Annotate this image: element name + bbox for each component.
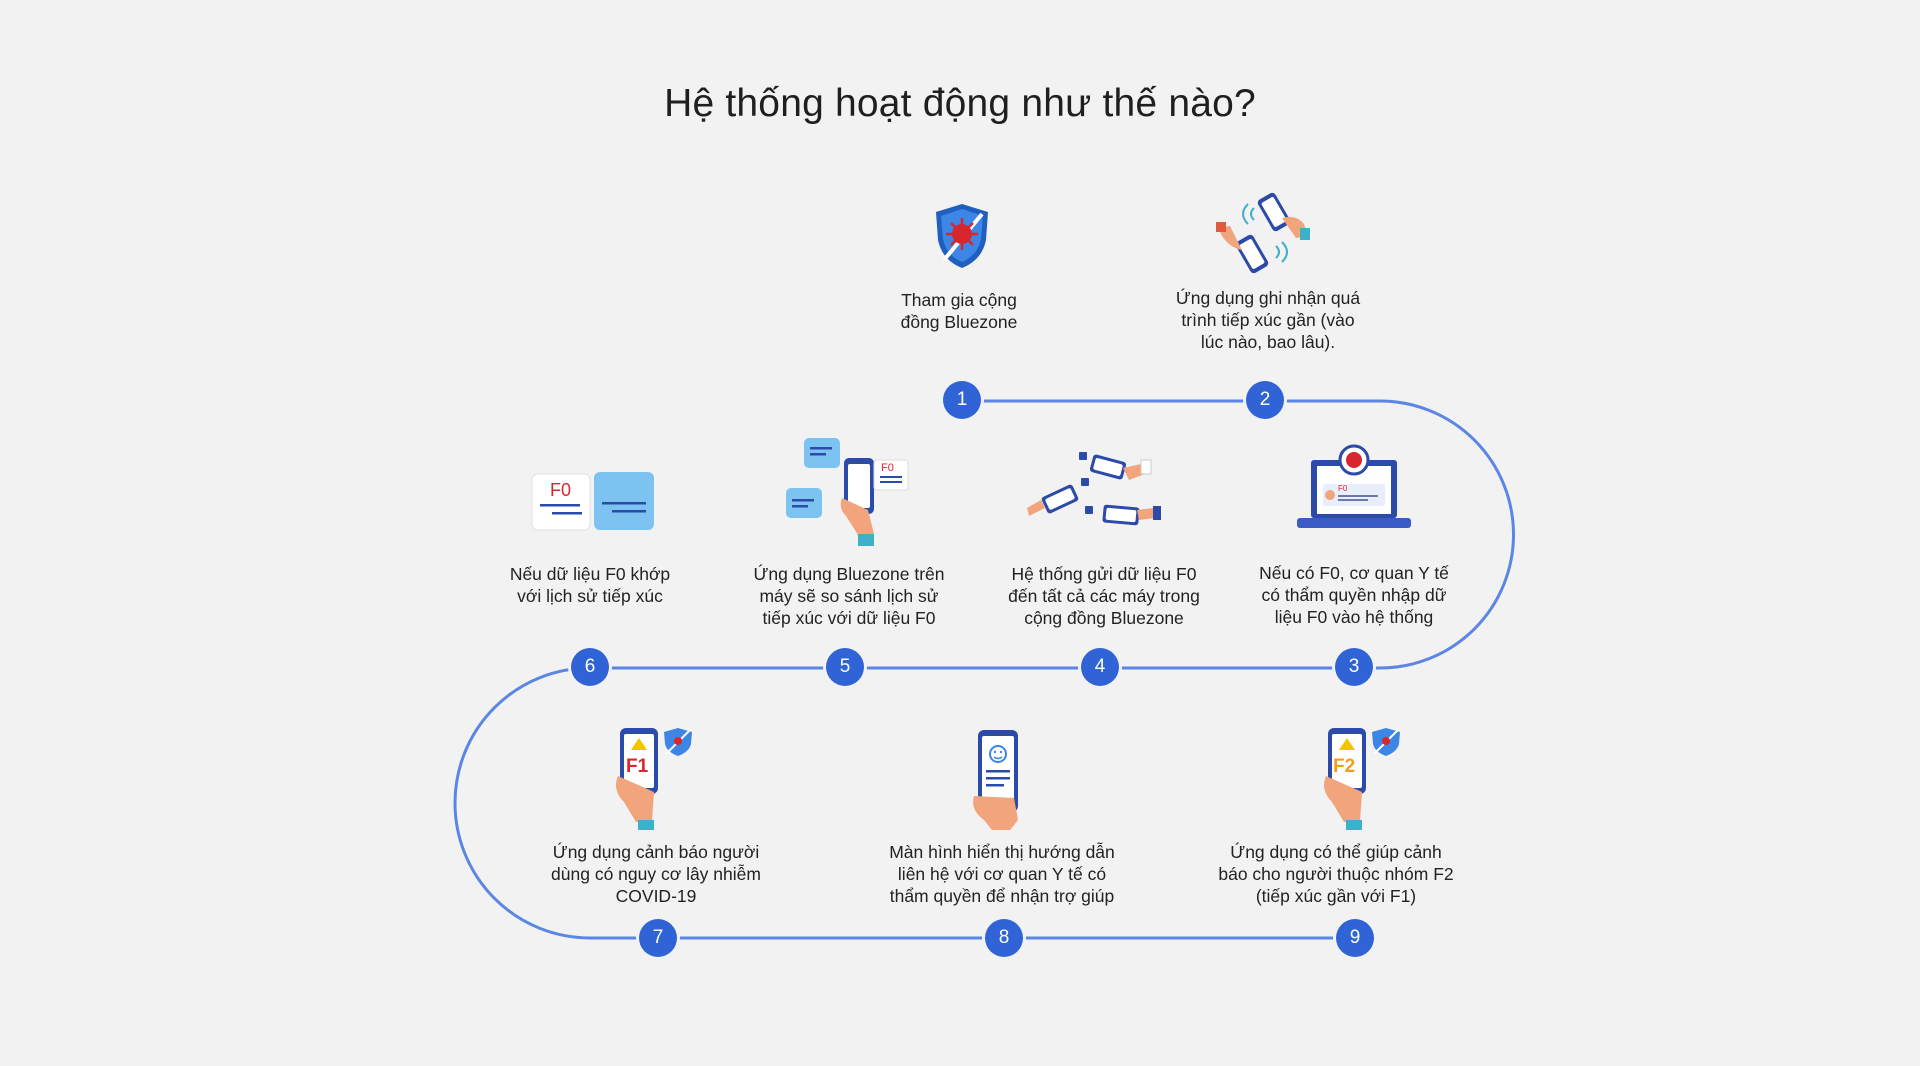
step-5-node: 5 — [826, 648, 864, 686]
card-f0-label: F0 — [550, 480, 571, 500]
phone-warning-f2-icon: F2 — [1324, 728, 1400, 830]
laptop-health-icon: F0 — [1297, 444, 1411, 528]
step-6-node: 6 — [571, 648, 609, 686]
f1-label: F1 — [626, 756, 649, 777]
phones-broadcast-icon — [1027, 452, 1161, 526]
compare-f0-label: F0 — [881, 462, 894, 474]
step-4-node: 4 — [1081, 648, 1119, 686]
step-9-node: 9 — [1336, 919, 1374, 957]
laptop-f0-label: F0 — [1338, 484, 1348, 493]
step-8-node: 8 — [985, 919, 1023, 957]
phones-exchange-icon — [1216, 192, 1310, 274]
phone-compare-icon: F0 — [786, 438, 909, 546]
step-2-node: 2 — [1246, 381, 1284, 419]
f2-label: F2 — [1333, 756, 1355, 777]
step-7-node: 7 — [639, 919, 677, 957]
step-1-node: 1 — [943, 381, 981, 419]
page-title: Hệ thống hoạt động như thế nào? — [664, 82, 1256, 125]
bluezone-shield-icon — [936, 204, 988, 268]
phone-guidance-icon — [973, 730, 1018, 830]
phone-warning-f1-icon: F1 — [616, 728, 692, 830]
data-match-cards-icon: F0 — [531, 472, 654, 531]
step-3-node: 3 — [1335, 648, 1373, 686]
